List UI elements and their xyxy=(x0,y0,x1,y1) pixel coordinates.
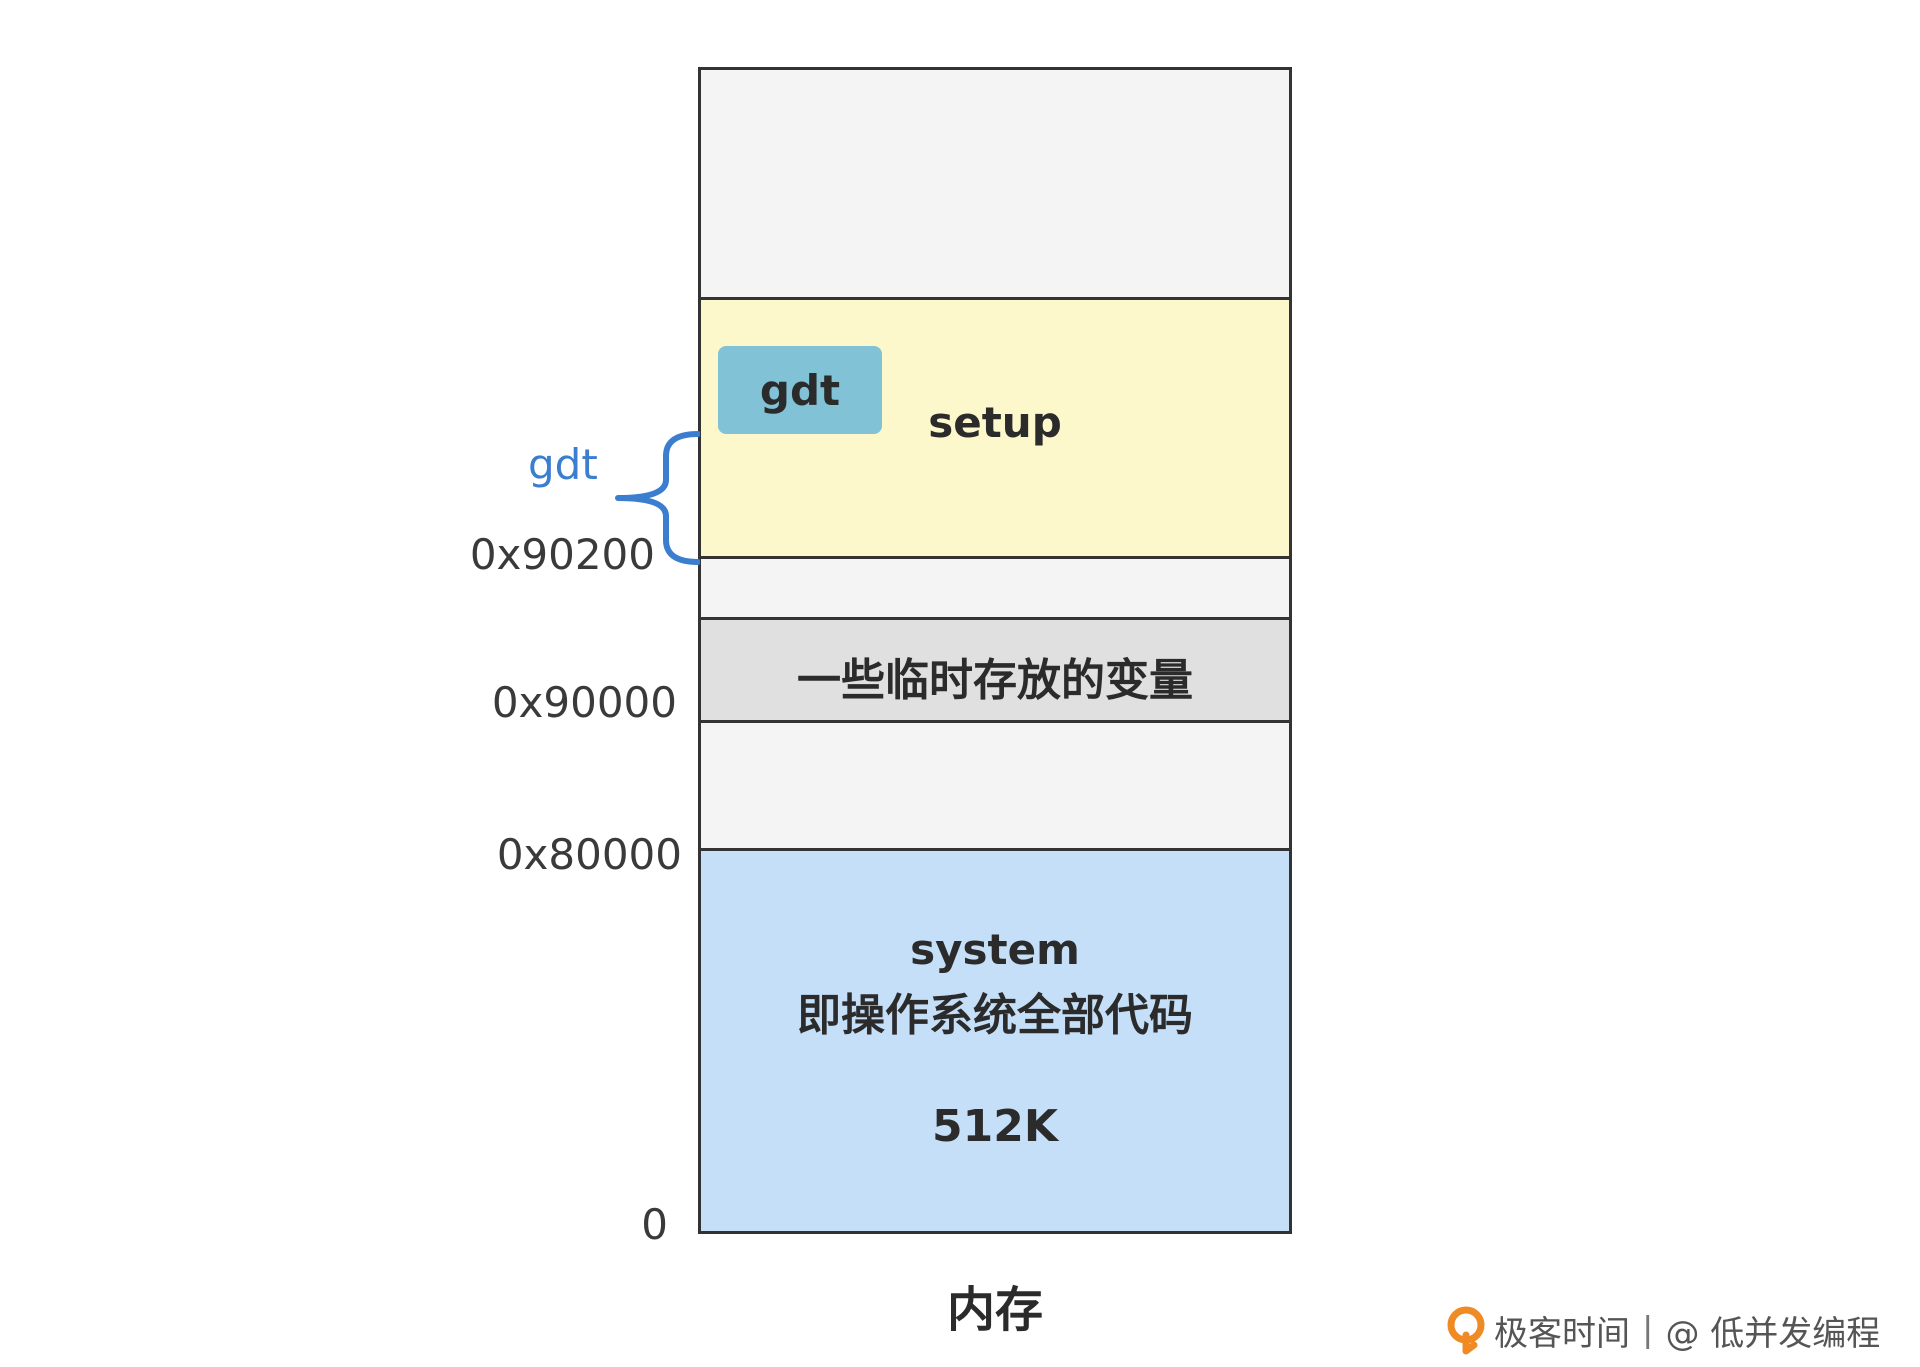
gdt-box-label: gdt xyxy=(759,365,841,415)
address-label-90000: 0x90000 xyxy=(491,678,677,727)
address-label-90200: 0x90200 xyxy=(469,530,655,579)
watermark-author: @ 低并发编程 xyxy=(1665,1313,1881,1354)
address-label-zero: 0 xyxy=(641,1200,668,1249)
memory-segment-gap-lower xyxy=(698,720,1292,851)
setup-label: setup xyxy=(928,398,1062,447)
address-label-80000: 0x80000 xyxy=(496,830,682,879)
gdt-brace-label: gdt xyxy=(528,440,598,489)
memory-segment-system: system 即操作系统全部代码 512K xyxy=(698,848,1292,1234)
temp-vars-label: 一些临时存放的变量 xyxy=(797,655,1193,706)
watermark-separator: | xyxy=(1642,1310,1654,1350)
memory-segment-top-empty xyxy=(698,67,1292,300)
watermark: 极客时间 | @ 低并发编程 xyxy=(1444,1305,1880,1355)
geektime-logo-icon xyxy=(1447,1306,1485,1355)
system-label: system xyxy=(910,925,1080,974)
curly-brace-icon xyxy=(615,431,700,565)
system-description: 即操作系统全部代码 xyxy=(797,990,1193,1041)
memory-caption: 内存 xyxy=(946,1282,1043,1338)
gdt-box: gdt xyxy=(718,346,882,434)
memory-segment-temp-vars: 一些临时存放的变量 xyxy=(698,617,1292,723)
watermark-brand: 极客时间 xyxy=(1494,1313,1630,1354)
memory-segment-gap-upper xyxy=(698,556,1292,620)
system-size: 512K xyxy=(932,1101,1058,1152)
